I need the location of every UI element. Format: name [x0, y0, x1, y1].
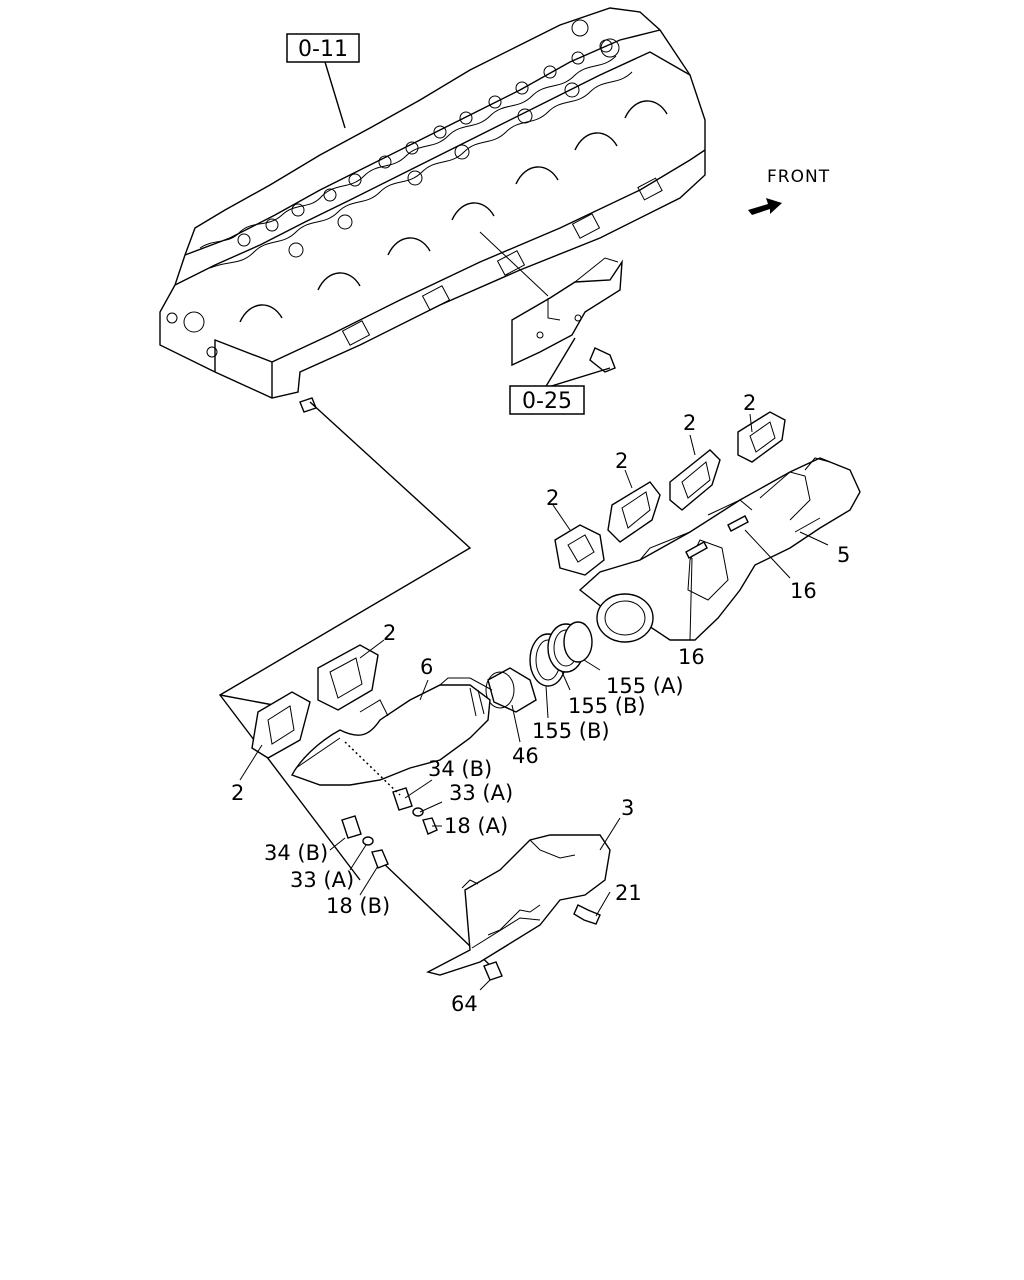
callout-nut-64[interactable]: 64	[451, 992, 478, 1016]
gaskets	[251, 411, 786, 759]
callout-gasket[interactable]: 2	[546, 486, 559, 510]
callout-stud[interactable]: 16	[678, 645, 705, 669]
sleeve	[485, 667, 537, 713]
assembly-line	[218, 401, 472, 881]
front-indicator: FRONT	[748, 167, 830, 215]
callout-gasket[interactable]: 2	[743, 391, 756, 415]
studs	[685, 515, 749, 559]
callout-washer-a[interactable]: 33 (A)	[449, 781, 513, 805]
hardware	[341, 787, 601, 981]
callout-seal-ring-b[interactable]: 155 (B)	[532, 719, 610, 743]
callout-spacer-b[interactable]: 34 (B)	[264, 841, 328, 865]
ref-box-heat-shield-label: 0-25	[522, 389, 572, 414]
callout-manifold-rear[interactable]: 5	[837, 543, 850, 567]
callout-gasket[interactable]: 2	[683, 411, 696, 435]
upper-heat-shield	[511, 257, 623, 373]
callout-sleeve[interactable]: 46	[512, 744, 539, 768]
ref-box-cylinder-head-label: 0-11	[298, 37, 348, 62]
callout-gasket[interactable]: 2	[383, 621, 396, 645]
front-arrow-icon	[748, 198, 782, 215]
exhaust-manifold-rear	[578, 457, 861, 643]
leader-line	[544, 337, 576, 389]
callout-washer-a[interactable]: 33 (A)	[290, 868, 354, 892]
cylinder-head	[159, 7, 706, 413]
leader-line	[479, 231, 549, 297]
callout-screw[interactable]: 21	[615, 881, 642, 905]
front-label: FRONT	[767, 167, 830, 187]
callout-nut-b[interactable]: 18 (B)	[326, 894, 390, 918]
callout-gasket[interactable]: 2	[231, 781, 244, 805]
callout-nut-a[interactable]: 18 (A)	[444, 814, 508, 838]
callout-manifold-front[interactable]: 6	[420, 655, 433, 679]
seal-rings	[529, 621, 593, 687]
ref-box-heat-shield[interactable]: 0-25	[509, 385, 585, 415]
callout-spacer-b[interactable]: 34 (B)	[428, 757, 492, 781]
callout-heat-insulator[interactable]: 3	[621, 796, 634, 820]
callout-seal-ring-b[interactable]: 155 (B)	[568, 694, 646, 718]
leader-line	[544, 367, 611, 389]
callout-seal-ring-a[interactable]: 155 (A)	[606, 674, 684, 698]
leader-line	[324, 61, 346, 129]
callouts: 2 2 2 2 2 2 3 5 6 16 16 155 (A) 155 (B) …	[231, 391, 850, 1016]
callout-gasket[interactable]: 2	[615, 449, 628, 473]
callout-stud[interactable]: 16	[790, 579, 817, 603]
leader-lines	[239, 413, 829, 991]
heat-insulator	[426, 834, 611, 976]
ref-box-cylinder-head[interactable]: 0-11	[286, 33, 360, 63]
exhaust-manifold-front	[291, 677, 493, 786]
